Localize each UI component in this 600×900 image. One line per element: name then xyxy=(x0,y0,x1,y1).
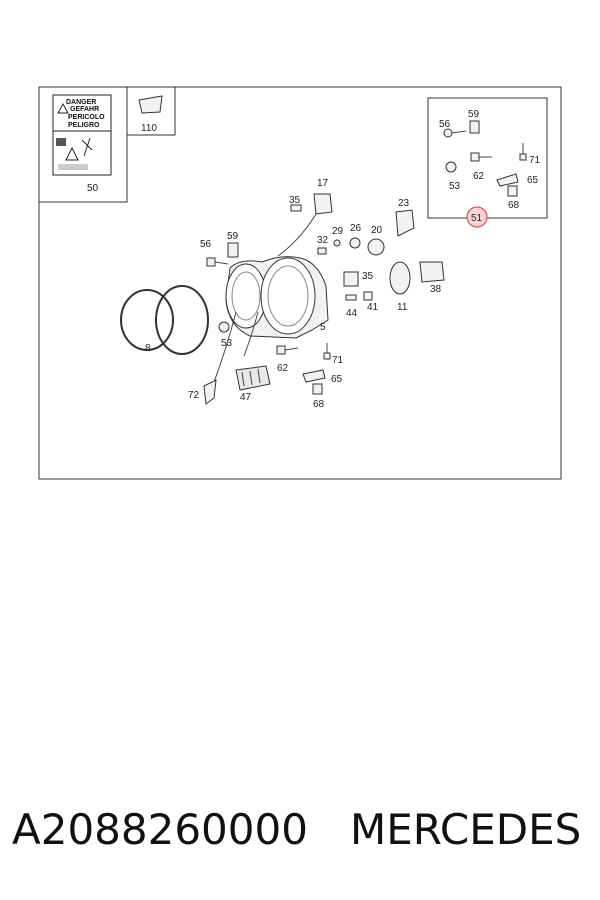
screw-56-icon xyxy=(206,257,229,267)
label-56b: 56 xyxy=(200,239,212,250)
bolt-icon xyxy=(519,143,527,161)
screw-62-icon xyxy=(276,345,299,355)
label-56a: 56 xyxy=(439,119,451,130)
label-32: 32 xyxy=(317,235,329,246)
screw-icon-2 xyxy=(470,152,492,162)
warning-sticker: DANGER GEFAHR PERICOLO PELIGRO xyxy=(52,94,112,176)
clip-icon xyxy=(469,120,480,134)
cap-11-icon xyxy=(389,261,411,295)
label-65a: 65 xyxy=(527,175,539,186)
label-50: 50 xyxy=(87,183,99,194)
socket-26-icon xyxy=(349,237,361,249)
bracket-65-icon xyxy=(302,369,326,383)
label-17: 17 xyxy=(317,178,329,189)
screw-icon xyxy=(443,128,467,138)
bolt-71-icon xyxy=(323,343,331,360)
washer-icon xyxy=(445,161,457,173)
label-53a: 53 xyxy=(449,181,461,192)
label-68a: 68 xyxy=(508,200,520,211)
nut-icon xyxy=(507,185,518,197)
warning-line-1: DANGER xyxy=(66,99,96,106)
bulb-44-icon xyxy=(345,294,357,301)
label-26: 26 xyxy=(350,223,362,234)
bezel-ring-icon xyxy=(120,285,209,355)
label-29: 29 xyxy=(332,226,344,237)
label-59a: 59 xyxy=(468,109,480,120)
label-20: 20 xyxy=(371,225,383,236)
label-44: 44 xyxy=(346,308,358,319)
label-62b: 62 xyxy=(277,363,289,374)
bulb-32-icon xyxy=(317,247,327,255)
nut-68-icon xyxy=(312,383,323,395)
bulb-35-icon xyxy=(290,204,302,212)
label-71b: 71 xyxy=(332,355,344,366)
bracket-23-icon xyxy=(395,209,415,237)
label-5: 5 xyxy=(320,322,326,333)
label-38: 38 xyxy=(430,284,442,295)
headlight-housing xyxy=(225,256,329,339)
module-47-icon xyxy=(235,365,271,391)
warning-line-3: PERICOLO xyxy=(68,114,105,121)
inset-box-hardware xyxy=(427,97,548,219)
label-62a: 62 xyxy=(473,171,485,182)
label-110: 110 xyxy=(141,123,157,134)
bracket-icon xyxy=(496,173,519,187)
bracket-72-icon xyxy=(203,379,217,405)
bulb-38-icon xyxy=(419,261,445,283)
cap-17-icon xyxy=(313,193,333,215)
socket-35-icon xyxy=(343,271,359,287)
highlight-51-circle[interactable] xyxy=(466,206,488,228)
connector-41-icon xyxy=(363,291,373,301)
label-23: 23 xyxy=(398,198,410,209)
label-35a: 35 xyxy=(289,195,301,206)
lens-piece-icon xyxy=(138,95,163,114)
manufacturer-name: MERCEDES xyxy=(350,805,582,854)
socket-20-icon xyxy=(367,238,385,256)
label-68b: 68 xyxy=(313,399,325,410)
label-8: 8 xyxy=(145,343,151,354)
part-number: A2088260000 xyxy=(12,805,308,854)
bulb-29-icon xyxy=(333,239,341,247)
label-59b: 59 xyxy=(227,231,239,242)
warning-line-4: PELIGRO xyxy=(68,122,100,129)
washer-53-icon xyxy=(218,321,230,333)
caption-bar: A2088260000 MERCEDES xyxy=(0,800,600,870)
label-35b: 35 xyxy=(362,271,374,282)
label-47: 47 xyxy=(240,392,252,403)
clip-59-icon xyxy=(227,242,239,258)
warning-line-2: GEFAHR xyxy=(70,106,99,113)
label-11: 11 xyxy=(397,302,408,313)
label-41: 41 xyxy=(367,302,379,313)
label-51[interactable]: 51 xyxy=(471,213,483,224)
label-65b: 65 xyxy=(331,374,343,385)
label-72: 72 xyxy=(188,390,200,401)
label-71a: 71 xyxy=(529,155,541,166)
exploded-parts-diagram: DANGER GEFAHR PERICOLO PELIGRO 50 110 59… xyxy=(38,86,562,480)
